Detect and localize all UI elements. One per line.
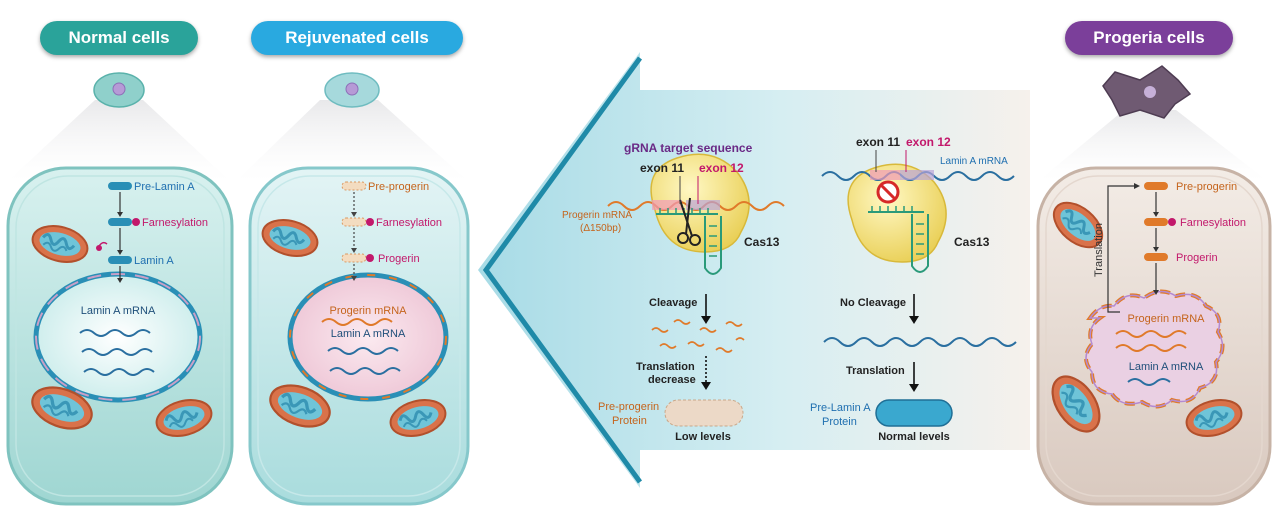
- left-protein-line2: Protein: [612, 415, 647, 427]
- left-exon12-label: exon 12: [699, 161, 744, 175]
- beam-normal: [6, 100, 232, 183]
- progeria-translation-label: Translation: [1093, 223, 1105, 277]
- cas13-cleavage-complex: [607, 153, 785, 275]
- normal-lamin-a-mrna-label: Lamin A mRNA: [81, 305, 156, 317]
- no-cleavage-label: No Cleavage: [840, 297, 906, 309]
- rejuvenated-pre-progerin-label: Pre-progerin: [368, 181, 429, 193]
- translation-decrease-arrowhead: [701, 382, 711, 390]
- small-rejuvenated-cell-icon: [324, 72, 380, 108]
- right-translation-arrowhead: [909, 384, 919, 392]
- right-protein-line1: Pre-Lamin A: [810, 402, 871, 414]
- progeria-cell: [1036, 166, 1272, 506]
- progeria-progerin-mrna-label: Progerin mRNA: [1127, 313, 1205, 325]
- rejuvenated-progerin-label: Progerin: [378, 253, 420, 265]
- cleaved-rna-fragments: [651, 319, 745, 353]
- right-cas13-label: Cas13: [954, 235, 990, 249]
- cas13-no-cleavage-complex: [821, 150, 1015, 273]
- small-progeria-cell-icon: [1102, 65, 1192, 119]
- normal-farnesylation-label: Farnesylation: [142, 217, 208, 229]
- normal-cell: [6, 166, 234, 506]
- progerin-mrna-label: Progerin mRNA: [562, 210, 632, 221]
- normal-cells-header: Normal cells: [40, 21, 198, 55]
- no-cleavage-arrowhead: [909, 316, 919, 324]
- progerin-mrna-delta-label: (Δ150bp): [580, 223, 621, 234]
- right-exon11-label: exon 11: [856, 135, 900, 149]
- small-normal-cell-icon: [93, 72, 145, 108]
- progeria-progerin-label: Progerin: [1176, 252, 1218, 264]
- mechanism-arrow-edge: [482, 56, 643, 484]
- beam-progeria: [1036, 110, 1270, 183]
- right-protein-line2: Protein: [822, 416, 857, 428]
- right-translation-label: Translation: [846, 365, 905, 377]
- pre-lamin-a-protein-shape: [875, 399, 953, 427]
- normal-levels-label: Normal levels: [878, 431, 950, 443]
- rejuvenated-progerin-mrna-label: Progerin mRNA: [329, 305, 407, 317]
- progeria-farnesylation-label: Farnesylation: [1180, 217, 1246, 229]
- rejuvenated-cells-header: Rejuvenated cells: [251, 21, 463, 55]
- grna-target-sequence-label: gRNA target sequence: [624, 141, 753, 155]
- progeria-cells-header: Progeria cells: [1065, 21, 1233, 55]
- scissors-icon: [677, 197, 701, 246]
- intact-lamin-a-mrna: [823, 337, 1017, 347]
- cleavage-arrowhead: [701, 316, 711, 324]
- mechanism-arrow: [478, 52, 1030, 488]
- translation-decrease-label-1: Translation: [636, 361, 695, 373]
- rejuvenated-cell: [248, 166, 470, 506]
- left-cas13-label: Cas13: [744, 235, 780, 249]
- left-protein-line1: Pre-progerin: [598, 401, 659, 413]
- pre-progerin-protein-shape: [664, 399, 744, 427]
- left-exon11-label: exon 11: [640, 161, 684, 175]
- rejuvenated-lamin-a-mrna-label: Lamin A mRNA: [331, 328, 406, 340]
- progeria-pre-progerin-label: Pre-progerin: [1176, 181, 1237, 193]
- rejuvenated-farnesylation-label: Farnesylation: [376, 217, 442, 229]
- prohibited-icon: [876, 180, 900, 204]
- progeria-lamin-a-mrna-label: Lamin A mRNA: [1129, 361, 1204, 373]
- cleavage-label: Cleavage: [649, 297, 697, 309]
- normal-pre-lamin-a-label: Pre-Lamin A: [134, 181, 195, 193]
- beam-rejuvenated: [234, 100, 470, 183]
- low-levels-label: Low levels: [675, 431, 731, 443]
- translation-decrease-label-2: decrease: [648, 374, 696, 386]
- lamin-a-mrna-label: Lamin A mRNA: [940, 156, 1008, 167]
- normal-lamin-a-label: Lamin A: [134, 255, 174, 267]
- right-exon12-label: exon 12: [906, 135, 951, 149]
